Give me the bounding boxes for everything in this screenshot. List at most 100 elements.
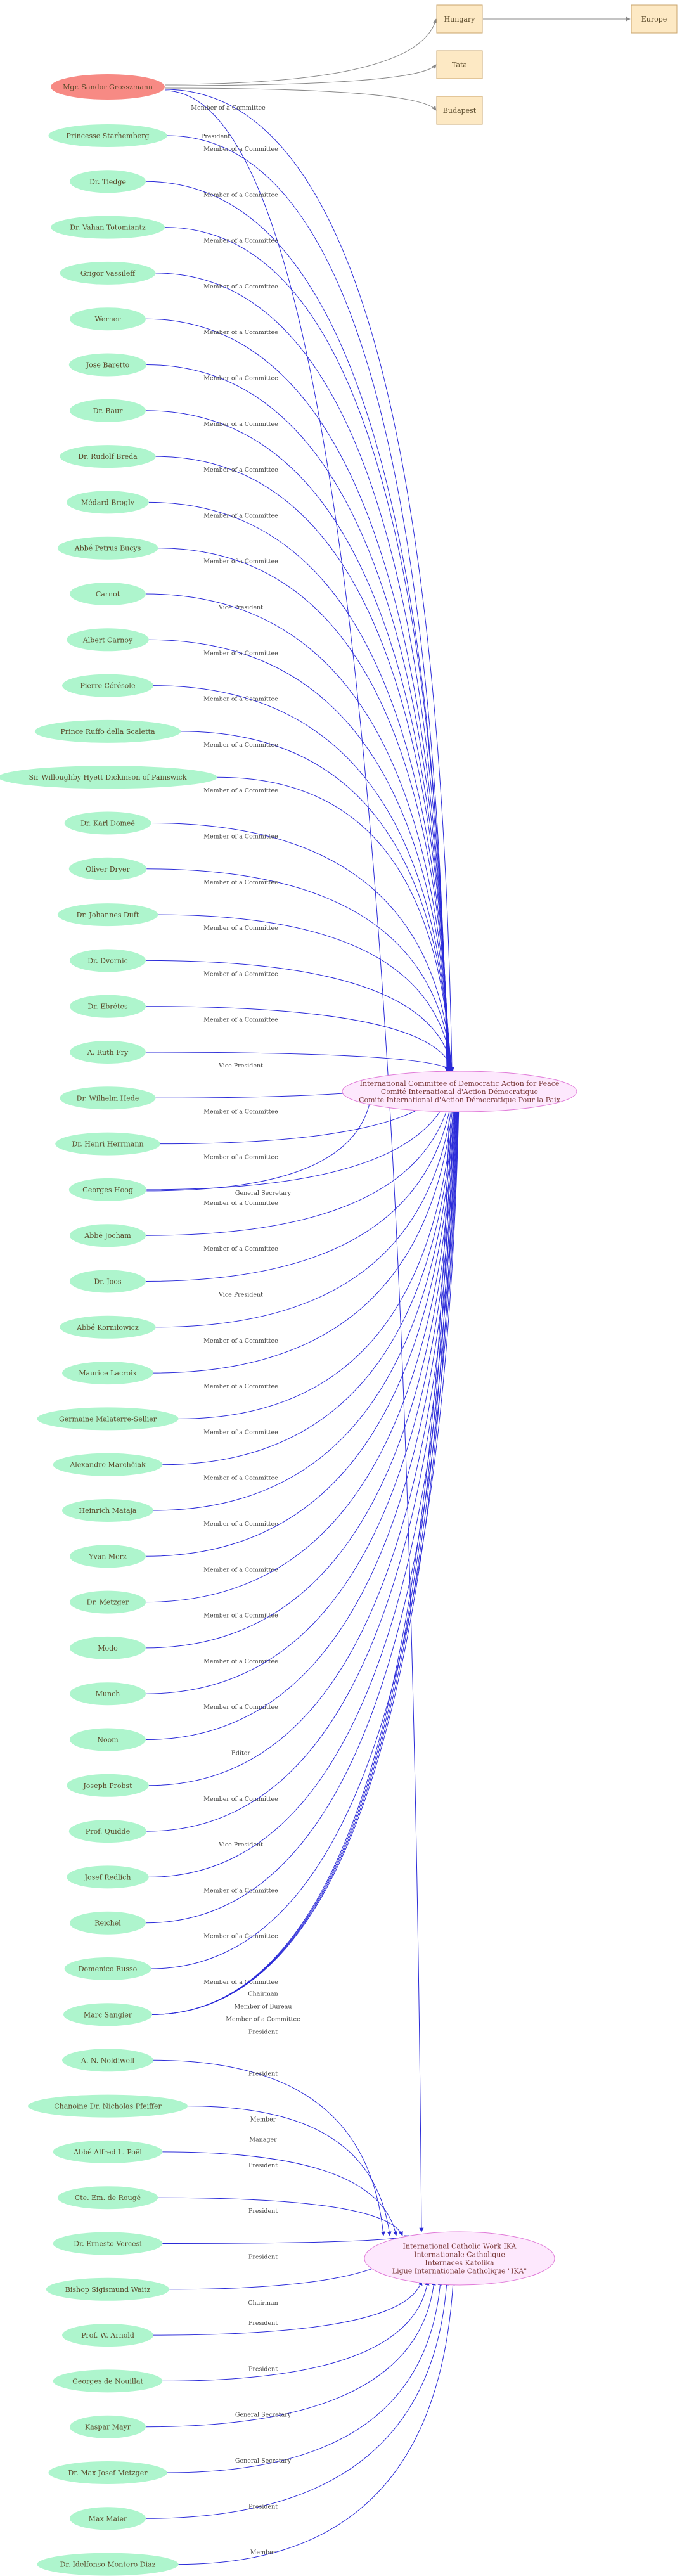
person-a-23[interactable]: Georges Hoog	[68, 1178, 147, 1201]
person-a-26[interactable]: Abbé Korniłowicz	[60, 1315, 156, 1339]
person-a-17[interactable]: Dr. Johannes Duft	[57, 903, 158, 927]
person-a-4[interactable]: Werner	[70, 307, 146, 331]
edge-label-a-26: Member of a Committee	[203, 1337, 278, 1344]
person-b-5[interactable]: Bishop Sigismund Waitz	[46, 2277, 170, 2301]
person-label: Abbé Alfred L. Poël	[73, 2148, 142, 2156]
person-a-40[interactable]: Domenico Russo	[64, 1957, 151, 1980]
person-a-36[interactable]: Joseph Probst	[67, 1774, 149, 1797]
person-a-9[interactable]: Abbé Petrus Bucys	[57, 536, 158, 560]
person-b-8[interactable]: Kaspar Mayr	[70, 2415, 146, 2438]
person-label: Dr. Tiedge	[89, 177, 126, 186]
person-b-9[interactable]: Dr. Max Josef Metzger	[48, 2461, 167, 2484]
person-label: Carnot	[96, 590, 120, 598]
person-shape	[34, 719, 181, 743]
person-shape	[70, 1545, 146, 1568]
person-a-18[interactable]: Dr. Dvornic	[70, 949, 146, 972]
person-b-1[interactable]: Chanoine Dr. Nicholas Pfeiffer	[28, 2094, 188, 2118]
person-a-5[interactable]: Jose Baretto	[68, 353, 147, 377]
person-label: Sir Willoughby Hyett Dickinson of Painsw…	[29, 773, 187, 782]
org-icdap[interactable]: International Committee of Democratic Ac…	[342, 1071, 577, 1112]
person-a-8[interactable]: Médard Brogly	[67, 491, 149, 514]
person-shape	[62, 2324, 153, 2347]
person-shape	[28, 2094, 188, 2118]
person-a-39[interactable]: Reichel	[70, 1911, 146, 1935]
person-a-24[interactable]: Abbé Jocham	[70, 1224, 146, 1247]
person-a-38[interactable]: Josef Redlich	[67, 1865, 149, 1889]
person-a-21[interactable]: Dr. Wilhelm Hede	[60, 1086, 156, 1110]
person-b-0[interactable]: A. N. Noldiwell	[62, 2049, 153, 2072]
edge-person-a-39	[145, 1074, 461, 1924]
person-b-10[interactable]: Max Maier	[70, 2507, 146, 2530]
person-b-6[interactable]: Prof. W. Arnold	[62, 2324, 153, 2347]
person-shape	[55, 1132, 160, 1156]
person-a-28[interactable]: Germaine Malaterre-Sellier	[37, 1407, 179, 1431]
person-label: Joseph Probst	[82, 1782, 132, 1790]
edge-label-a-23-b: General Secretary	[235, 1190, 292, 1197]
person-a-32[interactable]: Dr. Metzger	[70, 1590, 146, 1614]
person-a-33[interactable]: Modo	[70, 1636, 146, 1659]
place-hungary[interactable]: Hungary	[436, 4, 483, 34]
place-europe[interactable]: Europe	[631, 4, 678, 34]
person-a-10[interactable]: Carnot	[70, 583, 146, 605]
person-label: Albert Carnoy	[82, 636, 133, 644]
person-a-12[interactable]: Pierre Cérésole	[62, 674, 153, 697]
person-label: Max Maier	[89, 2515, 127, 2523]
edge-person-a-3	[155, 273, 450, 1072]
person-a-1[interactable]: Dr. Tiedge	[70, 170, 146, 193]
person-a-0[interactable]: Princesse Starhemberg	[48, 124, 167, 147]
person-a-20[interactable]: A. Ruth Fry	[70, 1041, 146, 1064]
person-a-2[interactable]: Dr. Vahan Totomiantz	[51, 216, 165, 239]
person-b-4[interactable]: Dr. Ernesto Vercesi	[53, 2232, 163, 2255]
person-label: A. N. Noldiwell	[80, 2056, 135, 2064]
person-label: Cte. Em. de Rougé	[75, 2194, 141, 2202]
person-a-16[interactable]: Oliver Dryer	[68, 857, 147, 880]
person-a-7[interactable]: Dr. Rudolf Breda	[60, 445, 156, 468]
edge-label-a-31: Member of a Committee	[203, 1566, 278, 1573]
edge-label-a-39: Member of a Committee	[203, 1933, 278, 1940]
place-label: Hungary	[444, 15, 476, 23]
place-budapest[interactable]: Budapest	[436, 96, 483, 125]
org-icdap-label: International Committee of Democratic Ac…	[360, 1079, 560, 1088]
person-a-27[interactable]: Maurice Lacroix	[62, 1362, 153, 1385]
person-a-29[interactable]: Alexandre Marchčiak	[53, 1453, 163, 1476]
person-marc-sangier[interactable]: Marc Sangier	[63, 2003, 152, 2026]
person-a-13[interactable]: Prince Ruffo della Scaletta	[34, 719, 181, 743]
edge-label-a-24: Member of a Committee	[203, 1246, 278, 1253]
edge-label-a-9: Member of a Committee	[203, 558, 278, 565]
person-a-11[interactable]: Albert Carnoy	[67, 628, 149, 652]
place-label: Europe	[641, 15, 667, 23]
person-a-22[interactable]: Dr. Henri Herrmann	[55, 1132, 160, 1156]
org-ika[interactable]: International Catholic Work IKAInternati…	[364, 2231, 555, 2286]
person-a-25[interactable]: Dr. Joos	[70, 1270, 146, 1293]
person-a-3[interactable]: Grigor Vassileff	[60, 261, 156, 285]
org-ika-label: Internationale Catholique	[414, 2251, 505, 2259]
person-a-19[interactable]: Dr. Ebrétes	[70, 995, 146, 1018]
edge-person-a-37	[146, 1074, 461, 1832]
person-shape	[64, 811, 151, 835]
person-shape	[70, 995, 146, 1018]
edge-person-a-19	[145, 1006, 454, 1072]
person-b-2[interactable]: Abbé Alfred L. Poël	[53, 2140, 163, 2163]
person-a-30[interactable]: Heinrich Mataja	[62, 1499, 153, 1522]
person-a-37[interactable]: Prof. Quidde	[68, 1820, 147, 1843]
person-b-11[interactable]: Dr. Idelfonso Montero Diaz	[37, 2553, 179, 2576]
person-b-7[interactable]: Georges de Nouillat	[53, 2369, 163, 2393]
person-root[interactable]: Mgr. Sandor Grosszmann	[51, 74, 165, 100]
edge-person-a-31	[145, 1074, 459, 1557]
edge-person-a-16	[146, 868, 454, 1072]
edge-label-b-0: President	[248, 2070, 278, 2077]
edge-label-root-ika: President	[201, 133, 230, 140]
person-b-3[interactable]: Cte. Em. de Rougé	[57, 2186, 158, 2210]
person-shape	[67, 1865, 149, 1889]
person-a-6[interactable]: Dr. Baur	[70, 399, 146, 422]
person-a-35[interactable]: Noom	[70, 1728, 146, 1751]
edge-root-ika	[164, 90, 424, 2232]
place-tata[interactable]: Tata	[436, 50, 483, 79]
person-label: Dr. Joos	[94, 1278, 122, 1286]
person-a-34[interactable]: Munch	[70, 1682, 146, 1706]
person-a-31[interactable]: Yvan Merz	[70, 1545, 146, 1568]
person-a-15[interactable]: Dr. Karl Domeé	[64, 811, 151, 835]
person-a-14[interactable]: Sir Willoughby Hyett Dickinson of Painsw…	[0, 766, 217, 789]
person-label: Noom	[97, 1736, 119, 1744]
